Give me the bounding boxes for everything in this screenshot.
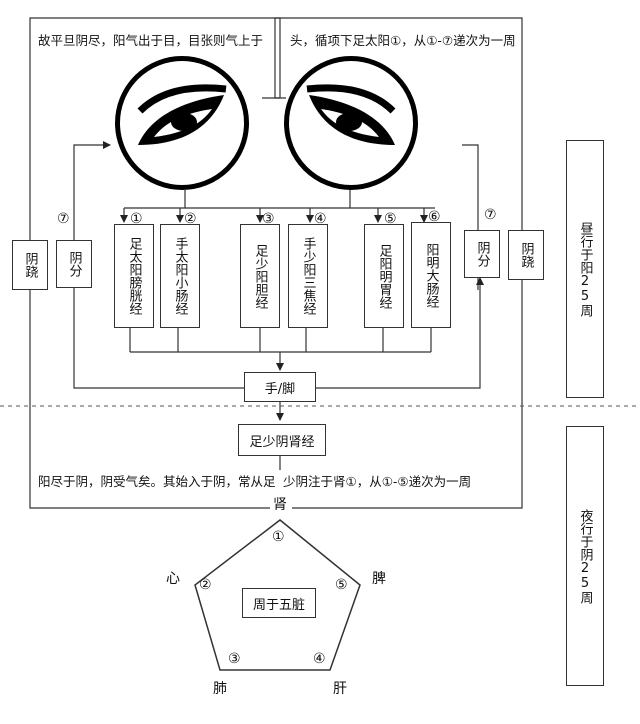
meridian-num-3: ③	[262, 211, 275, 227]
kidney-meridian-label: 足少阴肾经	[249, 434, 315, 450]
meridian-num-4: ④	[314, 211, 327, 227]
meridian-box-1: 足太阳膀胱经	[114, 224, 154, 328]
kidney-meridian-box: 足少阴肾经	[238, 424, 326, 456]
meridian-box-4: 手少阳三焦经	[288, 224, 328, 328]
yinqiao-right-label: 阴跷	[518, 242, 534, 268]
meridian-num-2: ②	[184, 211, 197, 227]
organ-kidney: 肾	[273, 497, 287, 513]
hand-foot-label: 手/脚	[264, 381, 296, 397]
organ-heart: 心	[166, 571, 180, 587]
organ-spleen: 脾	[372, 571, 386, 587]
num7-left: ⑦	[57, 211, 70, 227]
day-panel-label: 昼行于阳25周	[577, 221, 593, 317]
organ-lung: 肺	[213, 681, 227, 697]
meridian-label-6: 阳明大肠经	[423, 242, 439, 308]
meridian-label-5: 足阳明胃经	[376, 243, 392, 309]
meridian-label-3: 足少阳胆经	[252, 243, 268, 309]
middle-text-right: 少阴注于肾①，从①-⑤递次为一周	[283, 474, 472, 490]
right-eye-icon	[284, 56, 418, 190]
organ-num-spleen: ⑤	[335, 577, 348, 593]
middle-text-left: 阳尽于阴，阴受气矣。其始入于阴，常从足	[38, 474, 276, 490]
night-panel: 夜行于阴25周	[566, 426, 604, 686]
yinfen-right-box: 阴分	[464, 230, 500, 278]
hand-foot-box: 手/脚	[244, 372, 316, 402]
meridian-box-5: 足阳明胃经	[364, 224, 404, 328]
organ-num-liver: ④	[313, 651, 326, 667]
top-text-right: 头，循项下足太阳①，从①-⑦递次为一周	[290, 33, 516, 49]
meridian-num-6: ⑥	[428, 209, 441, 225]
top-text-left: 故平旦阴尽，阳气出于目，目张则气上于	[38, 33, 264, 49]
yinqiao-right-box: 阴跷	[508, 230, 544, 280]
five-organs-label: 周于五脏	[252, 597, 305, 613]
yinfen-right-label: 阴分	[474, 241, 490, 267]
yinfen-left-box: 阴分	[56, 240, 92, 288]
organ-num-kidney: ①	[272, 529, 285, 545]
organ-num-heart: ②	[199, 577, 212, 593]
day-panel: 昼行于阳25周	[566, 140, 604, 398]
night-panel-label: 夜行于阴25周	[577, 508, 593, 604]
meridian-box-3: 足少阳胆经	[240, 224, 280, 328]
meridian-num-1: ①	[130, 211, 143, 227]
meridian-num-5: ⑤	[384, 211, 397, 227]
meridian-box-2: 手太阳小肠经	[160, 224, 200, 328]
yinfen-left-label: 阴分	[66, 251, 82, 277]
meridian-label-4: 手少阳三焦经	[300, 237, 316, 315]
organ-liver: 肝	[333, 681, 347, 697]
five-organs-box: 周于五脏	[242, 588, 316, 618]
left-eye-icon	[115, 56, 249, 190]
num7-right: ⑦	[484, 207, 497, 223]
yinqiao-left-box: 阴跷	[12, 240, 48, 290]
organ-num-lung: ③	[228, 651, 241, 667]
meridian-label-2: 手太阳小肠经	[172, 237, 188, 315]
meridian-box-6: 阳明大肠经	[411, 222, 451, 328]
yinqiao-left-label: 阴跷	[22, 252, 38, 278]
meridian-label-1: 足太阳膀胱经	[126, 237, 142, 315]
